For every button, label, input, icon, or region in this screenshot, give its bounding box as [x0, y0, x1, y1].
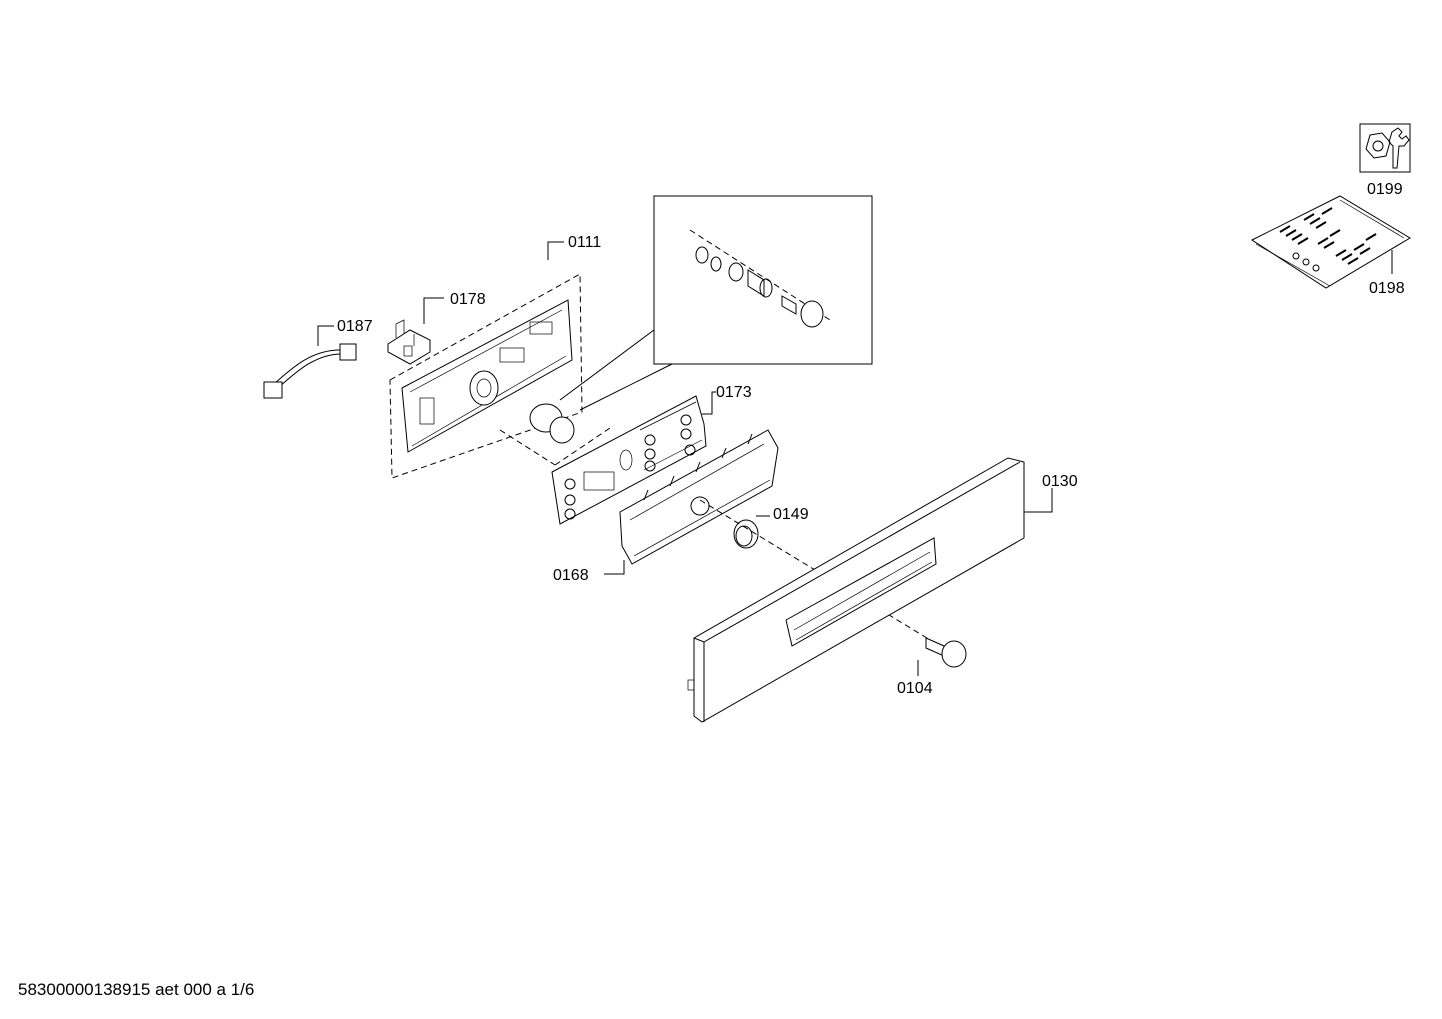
- document-reference: 58300000138915 aet 000 a 1/6: [18, 980, 255, 999]
- wrench-and-hex-nut-icon: [1359, 123, 1411, 173]
- part-0199-tool-kit[interactable]: 0199: [1359, 123, 1411, 198]
- part-0173-display-board[interactable]: 0173: [551, 384, 752, 525]
- part-0130-front-panel[interactable]: 0130: [687, 457, 1078, 723]
- part-label-0130: 0130: [1042, 473, 1078, 490]
- part-0198-screw-bag[interactable]: 0198: [1250, 195, 1411, 297]
- screw-bag-icon: [1250, 195, 1411, 289]
- part-label-0168: 0168: [553, 567, 589, 584]
- part-0149-trim-ring[interactable]: 0149: [733, 506, 809, 549]
- part-label-0173: 0173: [716, 384, 752, 401]
- part-label-0199: 0199: [1367, 181, 1403, 198]
- part-label-0198: 0198: [1369, 280, 1405, 297]
- part-label-0104: 0104: [897, 680, 933, 697]
- part-label-0178: 0178: [450, 291, 486, 308]
- part-0111-control-module[interactable]: 0111: [389, 234, 611, 479]
- part-label-0111: 0111: [568, 234, 601, 251]
- part-label-0149: 0149: [773, 506, 809, 523]
- part-label-0187: 0187: [337, 318, 373, 335]
- part-0178-connector[interactable]: 0178: [387, 291, 486, 365]
- part-0168-display-frame[interactable]: 0168: [553, 429, 779, 584]
- part-0187-cable-harness[interactable]: 0187: [263, 318, 373, 399]
- part-0104-control-knob[interactable]: 0104: [897, 637, 967, 697]
- inset-detail-box: [559, 195, 873, 411]
